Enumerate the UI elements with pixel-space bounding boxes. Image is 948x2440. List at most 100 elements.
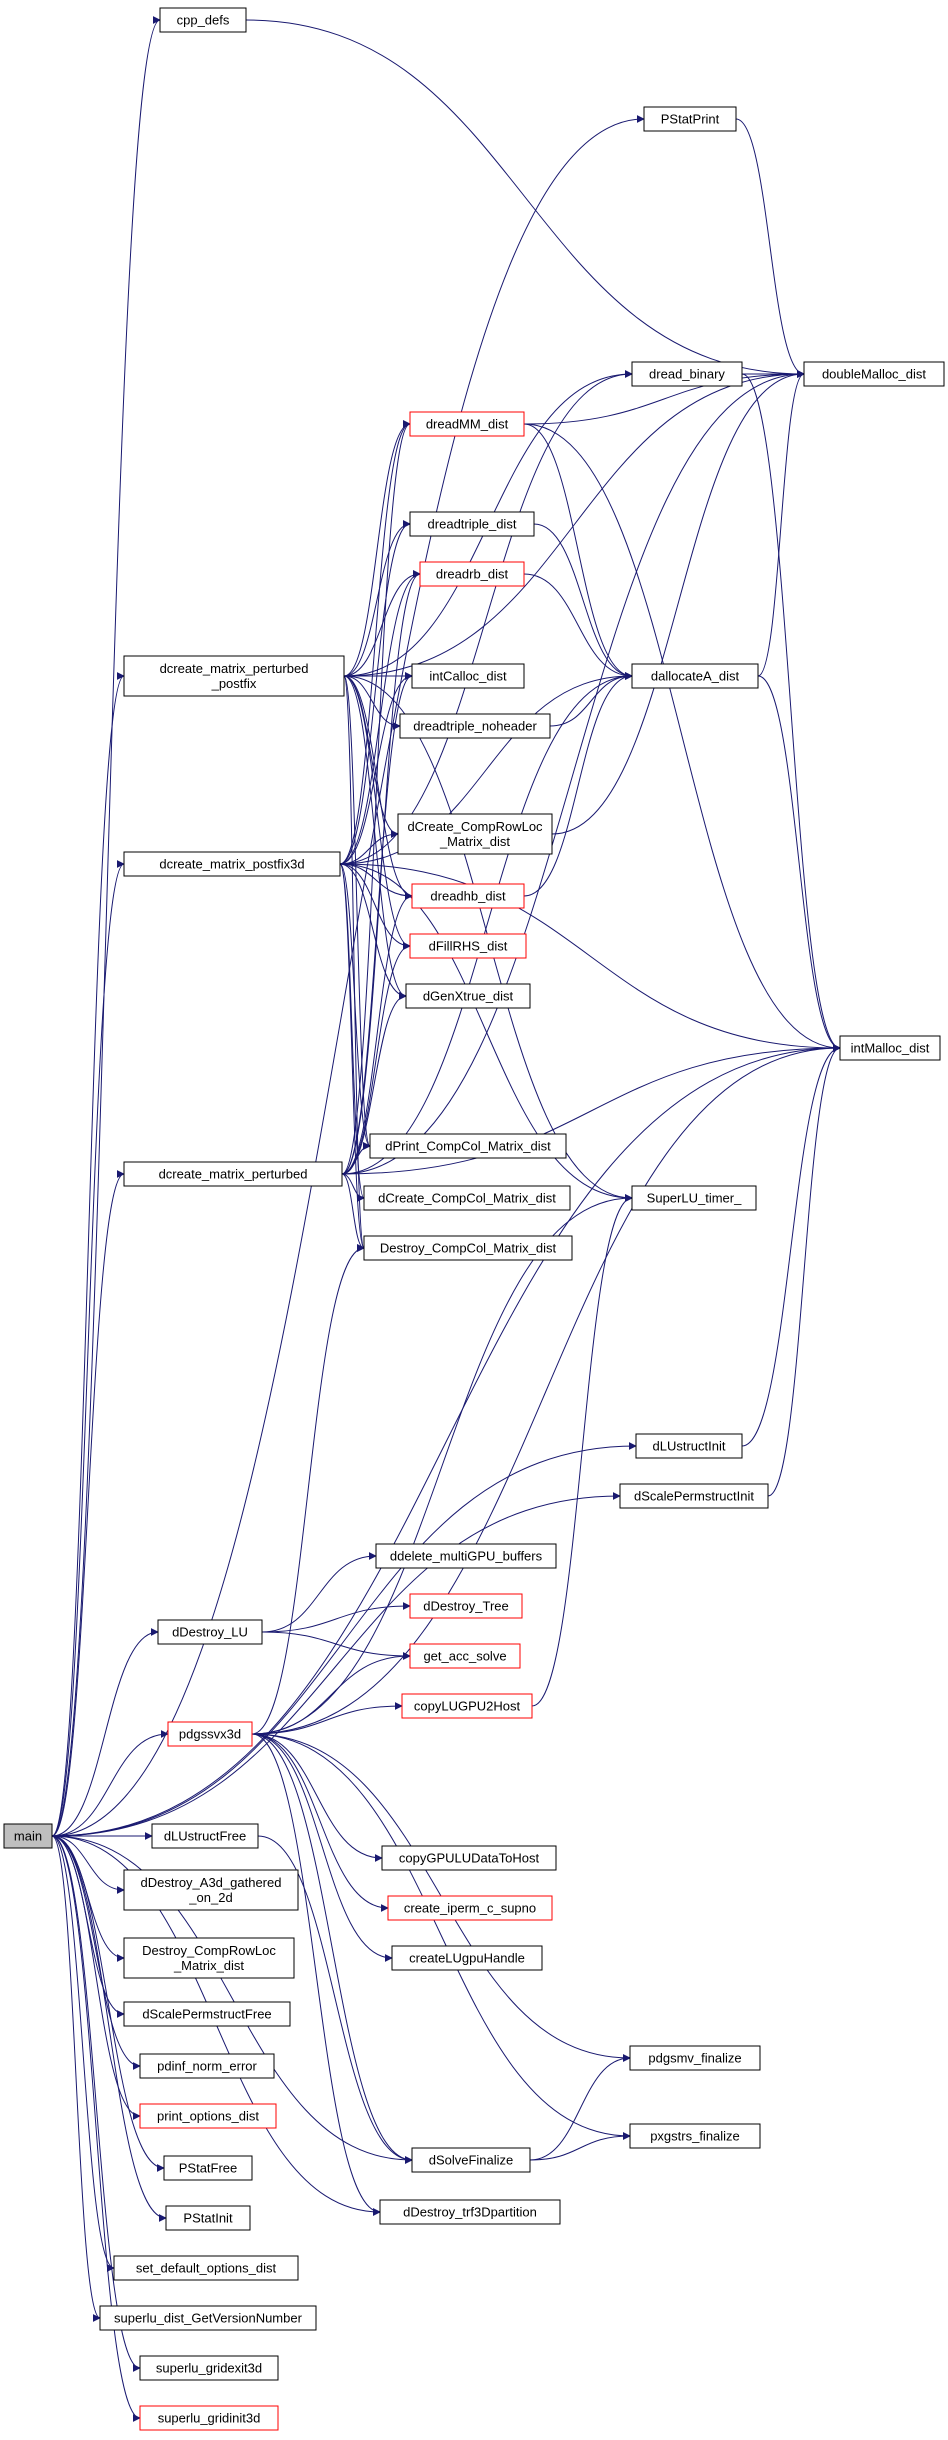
node-label-destroy-compcol-matrix-dist: Destroy_CompCol_Matrix_dist [380,1241,557,1256]
node-superlu-gridinit3d[interactable]: superlu_gridinit3d [139,2405,279,2431]
node-label-ddestroy-a3d-gathered-on-2d-line-1: dDestroy_A3d_gathered [141,1875,282,1890]
node-ddestroy-trf3dpartition[interactable]: dDestroy_trf3Dpartition [379,2199,561,2225]
node-box-dreadhb-dist [411,883,525,909]
node-dlustructinit[interactable]: dLUstructInit [635,1433,743,1459]
node-label-pstatprint: PStatPrint [661,112,720,127]
node-ddestroy-lu[interactable]: dDestroy_LU [157,1619,263,1645]
node-label-dcreate-matrix-postfix3d: dcreate_matrix_postfix3d [159,857,304,872]
node-dreadmm-dist[interactable]: dreadMM_dist [409,411,525,437]
node-label-destroy-comprowloc-matrix-dist-line-1: Destroy_CompRowLoc [142,1943,276,1958]
node-pdinf-norm-error[interactable]: pdinf_norm_error [139,2053,275,2079]
node-create-iperm-c-supno[interactable]: create_iperm_c_supno [387,1895,553,1921]
edge-dreadhb-dist-to-dallocatea-dist [523,672,633,897]
node-dprint-compcol-matrix-dist[interactable]: dPrint_CompCol_Matrix_dist [369,1133,567,1159]
node-dcreate-matrix-perturbed[interactable]: dcreate_matrix_perturbed [123,1161,343,1187]
node-ddestroy-tree[interactable]: dDestroy_Tree [409,1593,523,1619]
node-pdgsmv-finalize[interactable]: pdgsmv_finalize [629,2045,761,2071]
node-copygpuludatatohost[interactable]: copyGPULUDataToHost [381,1845,557,1871]
node-dreadtriple-dist[interactable]: dreadtriple_dist [409,511,535,537]
node-pstatprint[interactable]: PStatPrint [643,106,737,132]
node-dscalepermstructfree[interactable]: dScalePermstructFree [123,2001,291,2027]
node-dcreate-matrix-perturbed-postfix[interactable]: dcreate_matrix_perturbed_postfix [123,655,345,697]
edge-dcreate-matrix-postfix3d-to-dreadtriple-dist [339,520,411,865]
node-box-destroy-comprowloc-matrix-dist [123,1937,295,1979]
node-label-dcreate-matrix-perturbed-postfix-line-1: dcreate_matrix_perturbed [160,661,309,676]
node-pxgstrs-finalize[interactable]: pxgstrs_finalize [629,2123,761,2149]
node-label-copylugpu2host: copyLUGPU2Host [414,1699,521,1714]
node-superlu-timer[interactable]: SuperLU_timer_ [631,1185,757,1211]
edge-dcreate-matrix-postfix3d-to-dgenxtrue-dist [339,863,407,1000]
edge-dcreate-matrix-perturbed-to-dreadmm-dist [341,420,411,1175]
edge-main-to-pstatfree [51,1835,165,2172]
node-doublemalloc-dist[interactable]: doubleMalloc_dist [803,361,945,387]
edge-main-to-print-options-dist [51,1835,141,2120]
edge-dcreate-matrix-perturbed-to-dfillrhs-dist [341,942,411,1175]
edge-dallocatea-dist-to-intmalloc-dist [757,675,841,1052]
edge-dcreate-matrix-postfix3d-to-destroy-compcol-matrix-dist [339,863,365,1252]
node-label-dreadtriple-noheader: dreadtriple_noheader [413,719,537,734]
node-pstatfree[interactable]: PStatFree [163,2155,253,2181]
node-label-dallocatea-dist: dallocateA_dist [651,669,740,684]
node-print-options-dist[interactable]: print_options_dist [139,2103,277,2129]
node-dlustructfree[interactable]: dLUstructFree [151,1823,259,1849]
node-intcalloc-dist[interactable]: intCalloc_dist [411,663,525,689]
node-box-createlugpuhandle [391,1945,543,1971]
node-box-dgenxtrue-dist [405,983,531,1009]
node-box-superlu-timer [631,1185,757,1211]
node-label-dreadtriple-dist: dreadtriple_dist [428,517,517,532]
node-dsolvefinalize[interactable]: dSolveFinalize [411,2147,531,2173]
node-superlu-gridexit3d[interactable]: superlu_gridexit3d [139,2355,279,2381]
node-box-set-default-options-dist [113,2255,299,2281]
edge-pdgssvx3d-to-copylugpu2host [251,1702,403,1735]
node-copylugpu2host[interactable]: copyLUGPU2Host [401,1693,533,1719]
node-dcreate-compcol-matrix-dist[interactable]: dCreate_CompCol_Matrix_dist [363,1185,571,1211]
node-dreadhb-dist[interactable]: dreadhb_dist [411,883,525,909]
node-set-default-options-dist[interactable]: set_default_options_dist [113,2255,299,2281]
node-dread-binary[interactable]: dread_binary [631,361,743,387]
node-box-destroy-compcol-matrix-dist [363,1235,573,1261]
edge-main-to-superlu-gridexit3d [51,1835,141,2372]
node-createlugpuhandle[interactable]: createLUgpuHandle [391,1945,543,1971]
node-box-cpp-defs [159,7,247,33]
edge-dsolvefinalize-to-pxgstrs-finalize [529,2132,631,2161]
node-dcreate-matrix-postfix3d[interactable]: dcreate_matrix_postfix3d [123,851,341,877]
node-dgenxtrue-dist[interactable]: dGenXtrue_dist [405,983,531,1009]
edge-dcreate-matrix-perturbed-to-intcalloc-dist [341,672,413,1175]
node-box-pstatprint [643,106,737,132]
node-dreadtriple-noheader[interactable]: dreadtriple_noheader [399,713,551,739]
edge-main-to-dcreate-matrix-perturbed-postfix [51,672,125,1837]
node-get-acc-solve[interactable]: get_acc_solve [409,1643,521,1669]
node-label-ddelete-multigpu-buffers: ddelete_multiGPU_buffers [390,1549,543,1564]
node-label-dprint-compcol-matrix-dist: dPrint_CompCol_Matrix_dist [385,1139,551,1154]
node-ddestroy-a3d-gathered-on-2d[interactable]: dDestroy_A3d_gathered_on_2d [123,1869,299,1911]
node-dscalepermstructinit[interactable]: dScalePermstructInit [619,1483,769,1509]
node-dreadrb-dist[interactable]: dreadrb_dist [419,561,525,587]
node-main[interactable]: main [3,1823,53,1849]
edge-dcreate-matrix-perturbed-postfix-to-dreadmm-dist [343,420,411,677]
node-pdgssvx3d[interactable]: pdgssvx3d [167,1721,253,1747]
edge-dsolvefinalize-to-pdgsmv-finalize [529,2054,631,2161]
edge-dcreate-matrix-postfix3d-to-dfillrhs-dist [339,863,411,950]
edge-main-to-dlustructinit [51,1442,637,1837]
node-label-doublemalloc-dist: doubleMalloc_dist [822,367,926,382]
node-dcreate-comprowloc-matrix-dist[interactable]: dCreate_CompRowLoc_Matrix_dist [397,813,553,855]
edge-main-to-superlu-dist-getversionnumber [51,1835,101,2322]
node-label-ddestroy-lu: dDestroy_LU [172,1625,248,1640]
node-superlu-dist-getversionnumber[interactable]: superlu_dist_GetVersionNumber [99,2305,317,2331]
node-dfillrhs-dist[interactable]: dFillRHS_dist [409,933,527,959]
edge-dcreate-matrix-postfix3d-to-superlu-timer [339,863,633,1202]
node-label-pstatinit: PStatInit [183,2211,233,2226]
node-destroy-compcol-matrix-dist[interactable]: Destroy_CompCol_Matrix_dist [363,1235,573,1261]
node-dallocatea-dist[interactable]: dallocateA_dist [631,663,759,689]
node-cpp-defs[interactable]: cpp_defs [159,7,247,33]
node-destroy-comprowloc-matrix-dist[interactable]: Destroy_CompRowLoc_Matrix_dist [123,1937,295,1979]
edge-dreadmm-dist-to-doublemalloc-dist [523,370,805,425]
node-label-copygpuludatatohost: copyGPULUDataToHost [399,1851,540,1866]
node-pstatinit[interactable]: PStatInit [165,2205,251,2231]
edge-ddestroy-lu-to-ddestroy-tree [261,1602,411,1633]
node-intmalloc-dist[interactable]: intMalloc_dist [839,1035,941,1061]
node-box-pxgstrs-finalize [629,2123,761,2149]
edge-ddestroy-lu-to-ddelete-multigpu-buffers [261,1552,377,1633]
node-box-ddelete-multigpu-buffers [375,1543,557,1569]
node-ddelete-multigpu-buffers[interactable]: ddelete_multiGPU_buffers [375,1543,557,1569]
